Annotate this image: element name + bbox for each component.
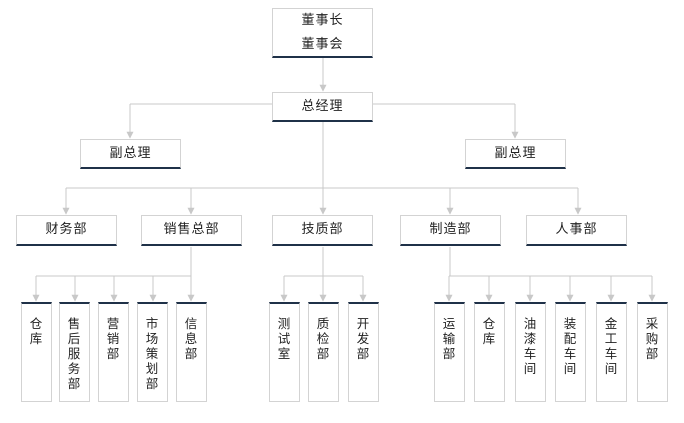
sales-unit-market-planning: 市 场 策 划 部 xyxy=(137,302,168,402)
dept-manufacturing-node: 制造部 xyxy=(400,215,501,246)
dept-tech-quality-label: 技质部 xyxy=(301,222,344,237)
sales-unit-label: 仓 库 xyxy=(29,316,44,346)
sales-unit-label: 售 后 服 务 部 xyxy=(67,316,82,391)
mfg-unit-label: 采 购 部 xyxy=(645,316,660,361)
mfg-unit-transport: 运 输 部 xyxy=(434,302,465,402)
tech-unit-label: 质 检 部 xyxy=(316,316,331,361)
mfg-unit-warehouse: 仓 库 xyxy=(474,302,505,402)
sales-unit-marketing: 营 销 部 xyxy=(98,302,129,402)
sales-unit-label: 市 场 策 划 部 xyxy=(145,316,160,391)
tech-unit-label: 测 试 室 xyxy=(277,316,292,361)
mfg-unit-label: 仓 库 xyxy=(482,316,497,346)
mfg-unit-label: 运 输 部 xyxy=(442,316,457,361)
dept-finance-label: 财务部 xyxy=(45,222,88,237)
dept-hr-label: 人事部 xyxy=(555,222,598,237)
mfg-unit-label: 金 工 车 间 xyxy=(604,316,619,376)
deputy-manager-right-label: 副总理 xyxy=(494,145,537,161)
mfg-unit-label: 装 配 车 间 xyxy=(563,316,578,376)
dept-finance-node: 财务部 xyxy=(16,215,117,246)
deputy-manager-right-node: 副总理 xyxy=(465,139,566,169)
sales-unit-warehouse: 仓 库 xyxy=(21,302,52,402)
deputy-manager-left-label: 副总理 xyxy=(109,145,152,161)
mfg-unit-label: 油 漆 车 间 xyxy=(523,316,538,376)
mfg-unit-purchasing: 采 购 部 xyxy=(637,302,668,402)
mfg-unit-assembly-workshop: 装 配 车 间 xyxy=(555,302,586,402)
sales-unit-information: 信 息 部 xyxy=(176,302,207,402)
sales-unit-label: 信 息 部 xyxy=(184,316,199,361)
tech-unit-test-lab: 测 试 室 xyxy=(269,302,300,402)
sales-unit-label: 营 销 部 xyxy=(106,316,121,361)
dept-hr-node: 人事部 xyxy=(526,215,627,246)
board-chairman-label: 董事长 董事会 xyxy=(301,12,344,52)
dept-sales-label: 销售总部 xyxy=(163,222,220,237)
general-manager-label: 总经理 xyxy=(301,98,344,114)
dept-tech-quality-node: 技质部 xyxy=(272,215,373,246)
general-manager-node: 总经理 xyxy=(272,92,373,122)
deputy-manager-left-node: 副总理 xyxy=(80,139,181,169)
mfg-unit-metalwork-workshop: 金 工 车 间 xyxy=(596,302,627,402)
sales-unit-after-sales: 售 后 服 务 部 xyxy=(59,302,90,402)
mfg-unit-paint-workshop: 油 漆 车 间 xyxy=(515,302,546,402)
board-chairman-node: 董事长 董事会 xyxy=(272,8,373,58)
dept-manufacturing-label: 制造部 xyxy=(429,222,472,237)
tech-unit-development: 开 发 部 xyxy=(348,302,379,402)
tech-unit-quality-inspection: 质 检 部 xyxy=(308,302,339,402)
tech-unit-label: 开 发 部 xyxy=(356,316,371,361)
dept-sales-node: 销售总部 xyxy=(141,215,242,246)
